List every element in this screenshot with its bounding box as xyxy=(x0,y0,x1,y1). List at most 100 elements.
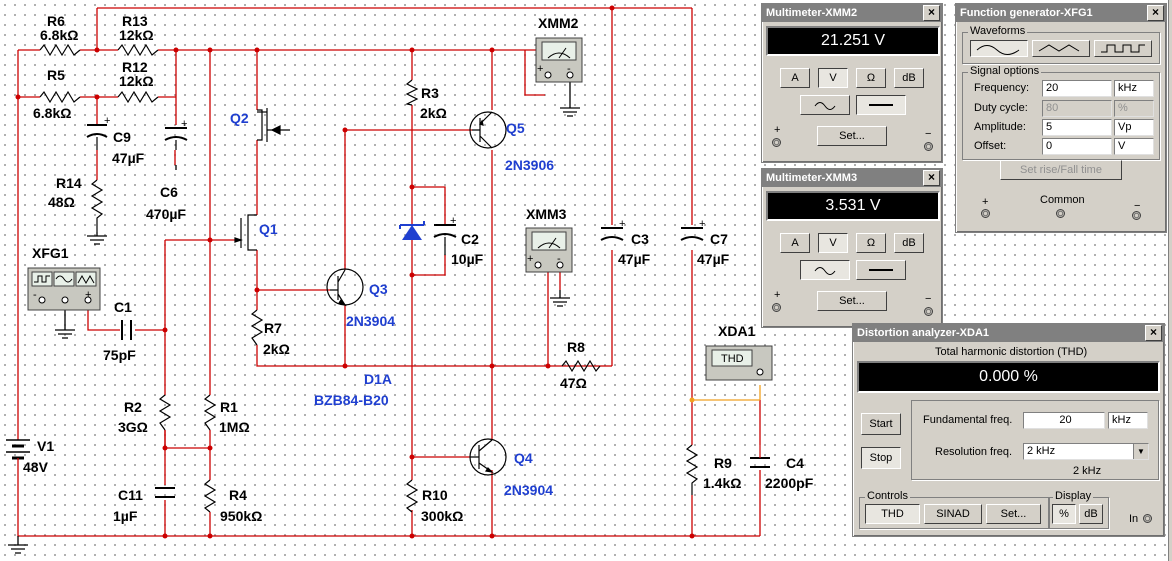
fundamental-freq-field[interactable]: 20 xyxy=(1023,412,1105,429)
capacitor-C2[interactable] xyxy=(433,224,457,255)
thd-mode-button[interactable]: THD xyxy=(865,504,920,524)
xmm3-minus-terminal[interactable] xyxy=(924,307,933,316)
resolution-freq-label: Resolution freq. xyxy=(935,446,1013,458)
distortion-analyzer-window[interactable]: Distortion analyzer-XDA1 × Total harmoni… xyxy=(852,323,1165,537)
offset-unit[interactable]: V xyxy=(1114,138,1154,155)
resistor-R10[interactable] xyxy=(405,479,419,513)
multimeter-XMM3-icon[interactable] xyxy=(525,227,573,273)
sine-wave-button[interactable] xyxy=(970,40,1028,57)
capacitor-C9[interactable] xyxy=(86,124,108,150)
start-button[interactable]: Start xyxy=(861,413,901,435)
xmm2-set-button[interactable]: Set... xyxy=(817,126,887,146)
resistor-R14[interactable] xyxy=(90,179,104,232)
resolution-freq-select[interactable]: 2 kHz ▼ xyxy=(1023,443,1149,460)
close-icon[interactable]: × xyxy=(923,5,940,21)
resistor-R13[interactable] xyxy=(117,43,159,57)
fg-common-terminal[interactable] xyxy=(1056,209,1065,218)
chevron-down-icon[interactable]: ▼ xyxy=(1133,444,1148,459)
resistor-R2[interactable] xyxy=(158,394,172,431)
fg-plus-terminal[interactable] xyxy=(981,209,990,218)
resistor-R6[interactable] xyxy=(39,43,81,57)
resistor-R3[interactable] xyxy=(405,79,419,106)
mosfet-Q2[interactable] xyxy=(257,108,290,142)
xmm2-plus-terminal[interactable] xyxy=(772,138,781,147)
xmm3-ac-button[interactable] xyxy=(800,260,850,280)
ground-symbol-xmm3 xyxy=(550,290,570,307)
sinad-mode-button[interactable]: SINAD xyxy=(924,504,982,524)
xmm3-plus-terminal[interactable] xyxy=(772,303,781,312)
xmm2-ac-button[interactable] xyxy=(800,95,850,115)
multimeter-XMM2-icon[interactable] xyxy=(535,37,583,83)
offset-field[interactable]: 0 xyxy=(1042,138,1112,155)
capacitor-C3[interactable] xyxy=(600,227,624,241)
transistor-Q4[interactable] xyxy=(469,438,507,476)
distortion-analyzer-XDA1-icon[interactable] xyxy=(705,345,773,381)
label-C11-value: 1µF xyxy=(113,508,138,524)
xmm2-ammeter-button[interactable]: A xyxy=(780,68,810,88)
resistor-R9[interactable] xyxy=(685,444,699,495)
close-icon[interactable]: × xyxy=(1147,5,1164,21)
xmm2-ohmmeter-button[interactable]: Ω xyxy=(856,68,886,88)
amplitude-field[interactable]: 5 xyxy=(1042,119,1112,136)
frequency-unit[interactable]: kHz xyxy=(1114,80,1154,97)
resistor-R5[interactable] xyxy=(39,90,81,104)
transistor-Q3[interactable] xyxy=(326,268,364,307)
thd-heading: Total harmonic distortion (THD) xyxy=(935,346,1088,358)
analyzer-set-button[interactable]: Set... xyxy=(986,504,1041,524)
multimeter-xmm2-titlebar[interactable]: Multimeter-XMM2 × xyxy=(762,4,942,22)
display-percent-button[interactable]: % xyxy=(1052,504,1076,524)
multimeter-xmm3-titlebar[interactable]: Multimeter-XMM3 × xyxy=(762,169,942,187)
label-R3-value: 2kΩ xyxy=(420,105,447,121)
fg-minus-terminal[interactable] xyxy=(1132,211,1141,220)
square-wave-button[interactable] xyxy=(1094,40,1152,57)
resistor-R7[interactable] xyxy=(250,309,264,346)
xmm2-dc-button[interactable] xyxy=(856,95,906,115)
multimeter-xmm2-window[interactable]: Multimeter-XMM2 × 21.251 V A V Ω dB Set.… xyxy=(761,3,943,163)
xmm3-dc-button[interactable] xyxy=(856,260,906,280)
xmm3-minus-label: − xyxy=(925,293,932,305)
amplitude-unit[interactable]: Vp xyxy=(1114,119,1154,136)
close-icon[interactable]: × xyxy=(1145,325,1162,341)
capacitor-C11[interactable] xyxy=(155,487,175,498)
capacitor-C6[interactable] xyxy=(164,127,188,150)
function-generator-window[interactable]: Function generator-XFG1 × Waveforms Sign… xyxy=(955,3,1167,233)
xmm2-minus-terminal[interactable] xyxy=(924,142,933,151)
input-terminal[interactable] xyxy=(1143,514,1152,523)
xmm2-db-button[interactable]: dB xyxy=(894,68,924,88)
duty-cycle-unit[interactable]: % xyxy=(1114,100,1154,117)
resistor-R1[interactable] xyxy=(203,394,217,431)
function-generator-XFG1-icon[interactable] xyxy=(27,267,101,311)
xmm3-voltmeter-button[interactable]: V xyxy=(818,233,848,253)
transistor-Q5[interactable] xyxy=(469,111,507,149)
xmm3-ammeter-button[interactable]: A xyxy=(780,233,810,253)
capacitor-C1[interactable] xyxy=(121,320,132,340)
capacitor-C7[interactable] xyxy=(680,227,704,241)
stop-button[interactable]: Stop xyxy=(861,447,901,469)
capacitor-C4[interactable] xyxy=(750,445,770,468)
multimeter-xmm3-window[interactable]: Multimeter-XMM3 × 3.531 V A V Ω dB Set..… xyxy=(761,168,943,328)
mosfet-Q1[interactable] xyxy=(234,214,257,251)
resolution-freq-readout: 2 kHz xyxy=(1073,465,1102,477)
xmm3-ohmmeter-button[interactable]: Ω xyxy=(856,233,886,253)
resistor-R8[interactable] xyxy=(561,359,601,373)
distortion-analyzer-titlebar[interactable]: Distortion analyzer-XDA1 × xyxy=(853,324,1164,342)
xmm2-voltmeter-button[interactable]: V xyxy=(818,68,848,88)
duty-cycle-field[interactable]: 80 xyxy=(1042,100,1112,117)
frequency-field[interactable]: 20 xyxy=(1042,80,1112,97)
resistor-R12[interactable] xyxy=(117,90,159,104)
resistor-R4[interactable] xyxy=(203,479,217,513)
xfg1-plus-mark: + xyxy=(85,289,91,301)
battery-V1[interactable] xyxy=(6,430,30,465)
close-icon[interactable]: × xyxy=(923,170,940,186)
amplitude-label: Amplitude: xyxy=(974,121,1026,133)
function-generator-titlebar[interactable]: Function generator-XFG1 × xyxy=(956,4,1166,22)
zener-diode-D1A[interactable] xyxy=(399,221,425,240)
fundamental-freq-unit[interactable]: kHz xyxy=(1108,412,1148,429)
signal-options-label: Signal options xyxy=(968,65,1042,77)
xmm3-db-button[interactable]: dB xyxy=(894,233,924,253)
triangle-wave-button[interactable] xyxy=(1032,40,1090,57)
xmm3-set-button[interactable]: Set... xyxy=(817,291,887,311)
display-db-button[interactable]: dB xyxy=(1079,504,1103,524)
set-rise-fall-button[interactable]: Set rise/Fall time xyxy=(1000,160,1122,180)
